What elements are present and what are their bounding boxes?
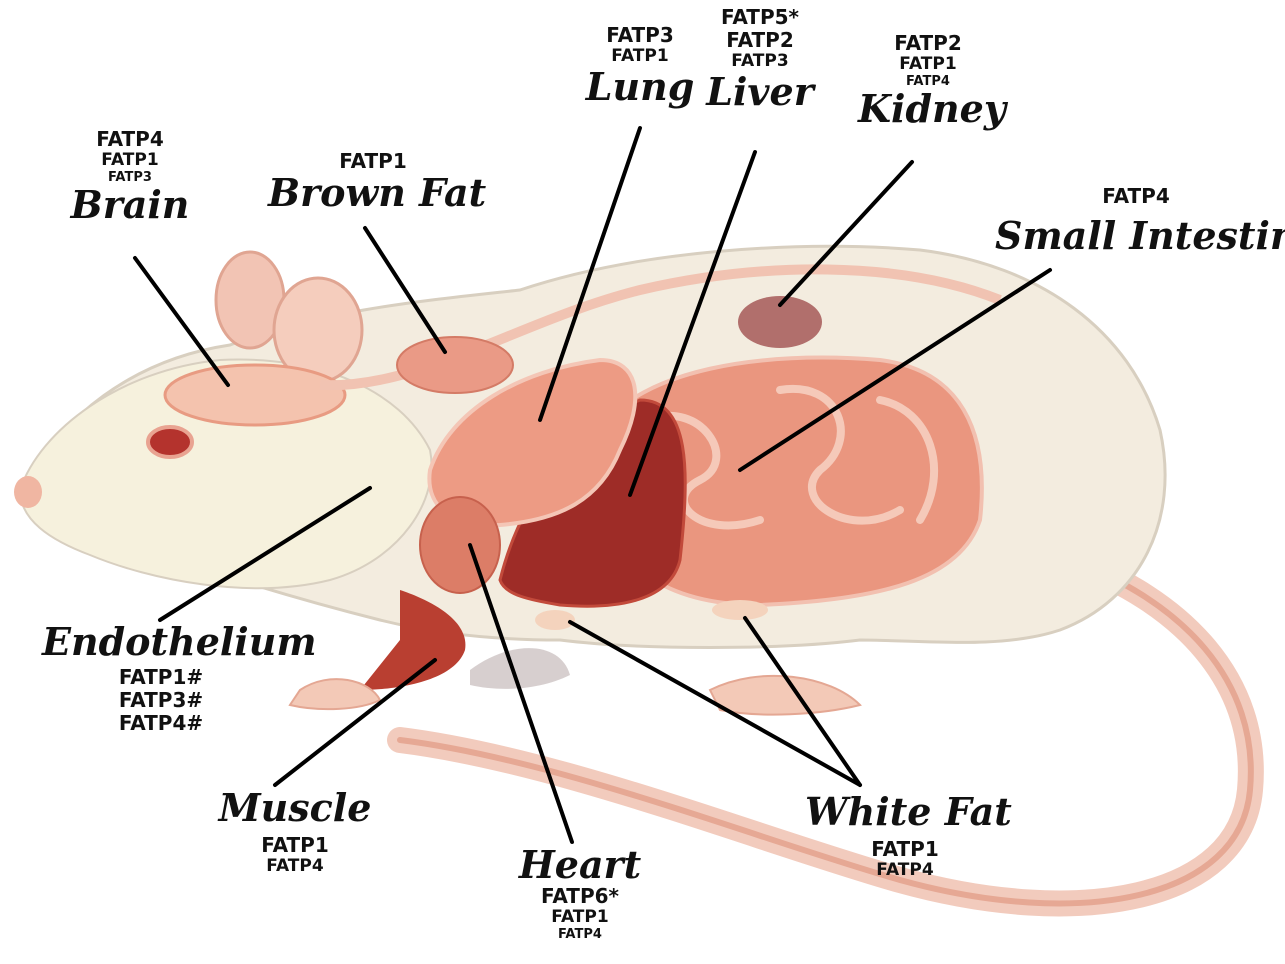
endothelium-gene-3: FATP4# [42, 712, 280, 735]
kidney-label-group: FATP2 FATP1 FATP4 Kidney [858, 32, 998, 129]
brain-name: Brain [60, 185, 200, 225]
liver-gene-1: FATP5* [695, 6, 825, 29]
small-intestine-gene-1: FATP4 [995, 185, 1277, 208]
brown-fat-organ [397, 337, 513, 393]
muscle-gene-1: FATP1 [215, 834, 375, 857]
brain-organ [165, 365, 345, 425]
brown-fat-name: Brown Fat [268, 173, 478, 213]
brain-gene-1: FATP4 [60, 128, 200, 151]
small-intestine-name: Small Intestine [995, 216, 1277, 256]
heart-name: Heart [510, 845, 650, 885]
white-fat-gene-1: FATP1 [805, 838, 1005, 861]
lung-label-group: FATP3 FATP1 Lung [580, 24, 700, 107]
heart-gene-1: FATP6* [510, 885, 650, 908]
heart-gene-2: FATP1 [510, 908, 650, 928]
brain-label-group: FATP4 FATP1 FATP3 Brain [60, 128, 200, 225]
liver-label-group: FATP5* FATP2 FATP3 Liver [695, 6, 825, 112]
lung-gene-1: FATP3 [580, 24, 700, 47]
mouse-eye [148, 427, 192, 457]
brown-fat-label-group: FATP1 Brown Fat [268, 150, 478, 213]
brain-gene-2: FATP1 [60, 151, 200, 171]
belly-leg [470, 648, 570, 689]
endothelium-gene-2: FATP3# [42, 689, 280, 712]
heart-organ [420, 497, 500, 593]
hind-leg [710, 676, 860, 715]
white-fat-organ-front [535, 610, 575, 630]
lung-name: Lung [580, 67, 700, 107]
liver-name: Liver [695, 72, 825, 112]
kidney-name: Kidney [858, 89, 998, 129]
endothelium-gene-1: FATP1# [42, 666, 280, 689]
heart-gene-3: FATP4 [510, 928, 650, 943]
muscle-gene-2: FATP4 [215, 857, 375, 877]
muscle-label-group: Muscle FATP1 FATP4 [215, 788, 375, 877]
kidney-gene-2: FATP1 [858, 55, 998, 75]
endothelium-name: Endothelium [42, 622, 280, 662]
liver-gene-2: FATP2 [695, 29, 825, 52]
endothelium-label-group: Endothelium FATP1# FATP3# FATP4# [42, 622, 280, 735]
white-fat-organ-rear [712, 600, 768, 620]
muscle-name: Muscle [215, 788, 375, 828]
small-intestine-label-group: FATP4 Small Intestine [995, 185, 1277, 256]
muscle-leader-line [275, 660, 435, 785]
kidney-gene-1: FATP2 [858, 32, 998, 55]
white-fat-label-group: White Fat FATP1 FATP4 [805, 792, 1005, 881]
heart-label-group: Heart FATP6* FATP1 FATP4 [510, 845, 650, 942]
mouse-nose [14, 476, 42, 508]
white-fat-name: White Fat [805, 792, 1005, 832]
white-fat-gene-2: FATP4 [805, 861, 1005, 881]
